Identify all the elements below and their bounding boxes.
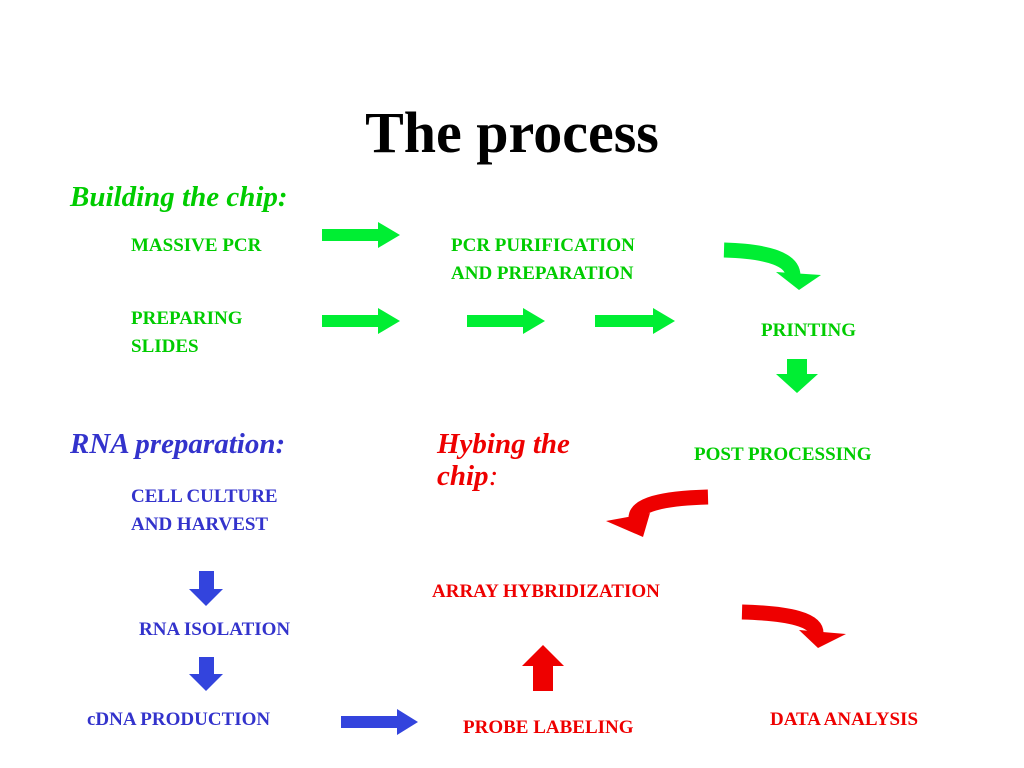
step-probe-labeling: PROBE LABELING	[463, 717, 634, 738]
step-array-hybridization: ARRAY HYBRIDIZATION	[432, 581, 660, 602]
arrow-printing-to-post	[776, 359, 818, 393]
step-post-processing: POST PROCESSING	[694, 444, 872, 465]
rna-preparation-heading: RNA preparation:	[70, 428, 286, 460]
page-title: The process	[365, 100, 659, 165]
step-rna-isolation: RNA ISOLATION	[139, 619, 291, 640]
step-printing: PRINTING	[761, 320, 857, 341]
step-preparing-slides: PREPARING SLIDES	[131, 308, 243, 357]
arrow-hybridization-to-analysis	[741, 604, 846, 648]
arrow-pcr-to-purification	[322, 222, 400, 248]
arrow-post-to-hybridization	[606, 489, 709, 537]
hybing-chip-heading: Hybing the chip:	[437, 428, 570, 492]
arrow-isolation-to-cdna	[189, 657, 223, 691]
arrow-slides-2	[467, 308, 545, 334]
step-pcr-purification: PCR PURIFICATION AND PREPARATION	[451, 235, 635, 284]
step-massive-pcr: MASSIVE PCR	[131, 235, 262, 256]
arrow-culture-to-isolation	[189, 571, 223, 606]
arrow-purification-to-printing	[723, 242, 821, 290]
step-cell-culture: CELL CULTURE AND HARVEST	[131, 486, 278, 535]
building-chip-heading: Building the chip:	[70, 181, 288, 213]
step-data-analysis: DATA ANALYSIS	[770, 709, 919, 730]
step-cdna-production: cDNA PRODUCTION	[87, 709, 271, 730]
arrow-slides-3	[595, 308, 675, 334]
arrow-slides-1	[322, 308, 400, 334]
arrow-probe-to-hybridization	[522, 645, 564, 691]
arrow-cdna-to-probe	[341, 709, 418, 735]
